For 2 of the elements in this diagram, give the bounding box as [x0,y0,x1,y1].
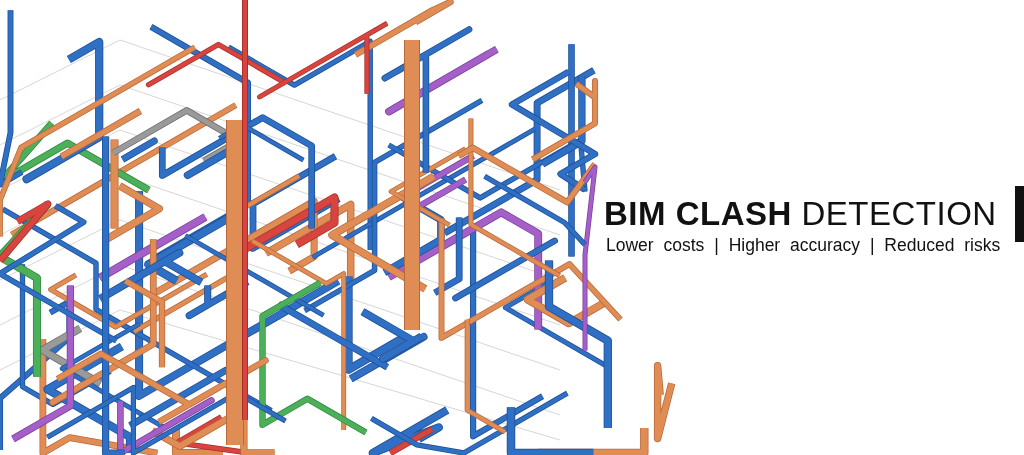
subtitle: Lower costs | Higher accuracy | Reduced risks [606,234,1001,256]
title: BIM CLASH DETECTION [604,196,997,232]
